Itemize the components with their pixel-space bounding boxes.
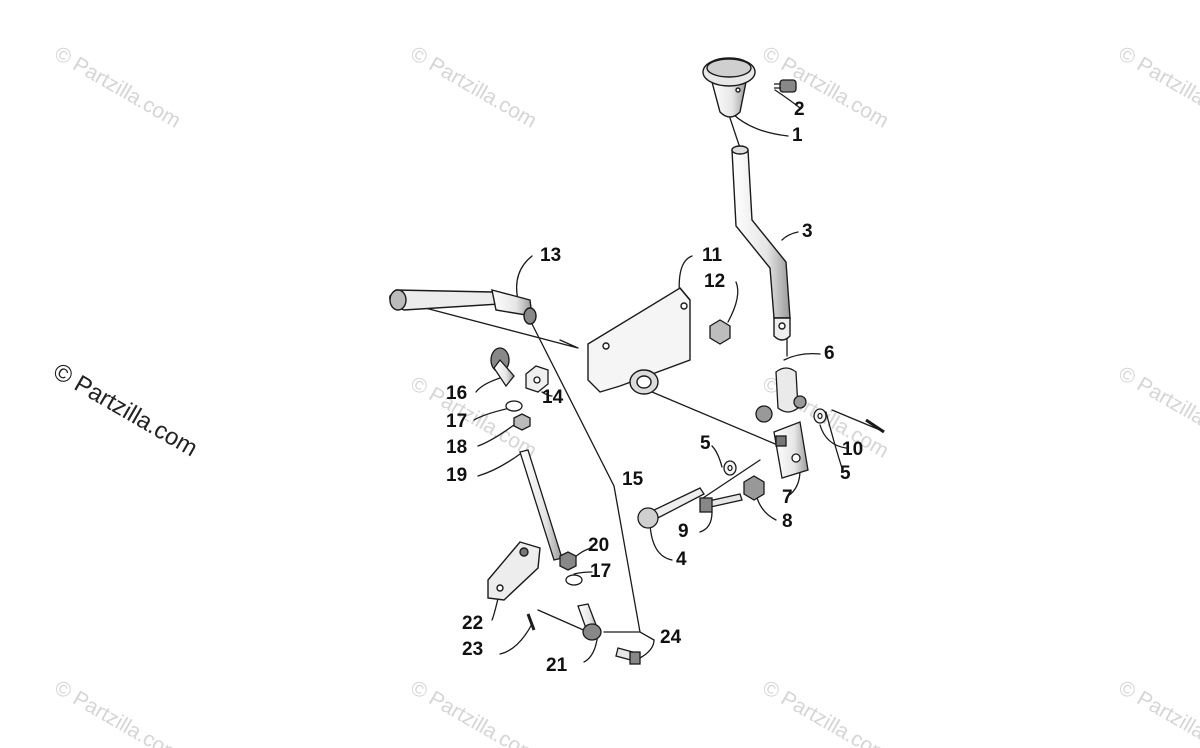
callout-23: 23 [462, 639, 484, 660]
nut [513, 413, 531, 431]
leader-line [699, 511, 713, 533]
callout-5: 5 [700, 433, 711, 454]
alignment-line [409, 303, 579, 349]
set-screw [774, 79, 797, 93]
leader-line [515, 255, 533, 301]
leader-line [783, 352, 821, 361]
callout-12: 12 [704, 271, 726, 292]
washer [565, 574, 583, 586]
nut [709, 319, 731, 345]
callout-15: 15 [622, 469, 644, 490]
callout-16: 16 [446, 383, 468, 404]
callout-21: 21 [546, 655, 568, 676]
nut [559, 551, 577, 571]
leader-line [825, 411, 843, 469]
leader-line [819, 424, 847, 449]
leader-line [541, 391, 553, 397]
mounting-plate [587, 287, 691, 395]
clevis-pin [637, 487, 705, 529]
callout-18: 18 [446, 437, 468, 458]
rod-end [490, 347, 515, 388]
pivot-block [773, 421, 809, 479]
leader-line [781, 231, 799, 241]
arm-bracket [487, 541, 541, 601]
bolt [699, 493, 743, 513]
shift-bracket-spring [755, 367, 807, 423]
lever-handle [389, 289, 537, 325]
callout-1: 1 [792, 125, 803, 146]
callout-8: 8 [782, 511, 793, 532]
leader-line [573, 571, 593, 575]
leader-line [477, 421, 519, 447]
leader-line [499, 623, 533, 655]
bolt [615, 647, 641, 665]
leader-line [477, 453, 521, 477]
leader-line [732, 113, 789, 137]
screw [526, 613, 536, 631]
callout-11: 11 [702, 245, 723, 266]
callout-6: 6 [824, 343, 835, 364]
alignment-line [529, 319, 641, 633]
callout-4: 4 [676, 549, 687, 570]
nut [743, 475, 765, 501]
callout-9: 9 [678, 521, 689, 542]
leader-line [755, 493, 777, 521]
cotter-pin [865, 418, 885, 434]
callout-7: 7 [782, 487, 793, 508]
nut [525, 365, 549, 393]
callout-19: 19 [446, 465, 468, 486]
alignment-line [537, 609, 589, 633]
leader-line [774, 89, 801, 109]
callout-17: 17 [446, 411, 468, 432]
callout-10: 10 [842, 439, 864, 460]
leader-line [639, 639, 655, 659]
shift-lever-rod [731, 145, 791, 341]
alignment-line [729, 117, 741, 149]
shift-knob [702, 57, 756, 118]
callout-3: 3 [802, 221, 813, 242]
washer [723, 460, 737, 476]
leader-line [473, 407, 511, 421]
washer [813, 408, 827, 424]
alignment-line [831, 409, 881, 431]
leader-line [727, 281, 739, 323]
callout-20: 20 [588, 535, 610, 556]
alignment-line [699, 459, 761, 501]
callout-17b: 17 [590, 561, 612, 582]
leader-line [649, 523, 673, 561]
callout-22: 22 [462, 613, 484, 634]
leader-line [475, 377, 501, 393]
callout-5b: 5 [840, 463, 851, 484]
callout-24: 24 [660, 627, 682, 648]
callout-13: 13 [540, 245, 562, 266]
callout-14: 14 [542, 387, 564, 408]
leader-line [603, 631, 655, 641]
washer [505, 400, 523, 412]
alignment-line [651, 391, 781, 447]
callout-2: 2 [794, 99, 805, 120]
rod-end [577, 603, 602, 641]
leader-line [711, 445, 723, 468]
